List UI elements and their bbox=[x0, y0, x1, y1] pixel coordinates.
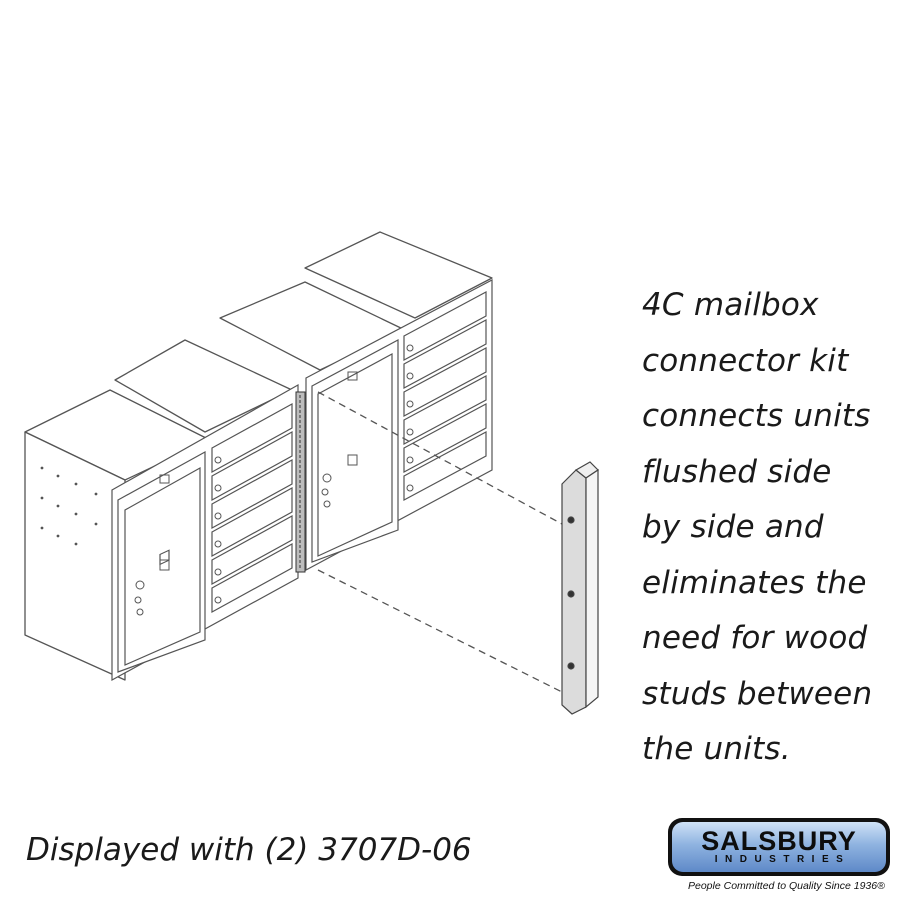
logo-brand: SALSBURY bbox=[701, 826, 857, 856]
description-line: connector kit bbox=[642, 342, 849, 379]
description-line: need for wood bbox=[642, 620, 868, 656]
description-line: the units. bbox=[642, 731, 791, 767]
mailbox-unit-back-right bbox=[219, 231, 493, 371]
front-panel-left bbox=[111, 383, 299, 682]
description-line: connects units bbox=[642, 398, 871, 434]
logo-badge: SALSBURY INDUSTRIES bbox=[668, 818, 890, 876]
side-wall-holes bbox=[40, 466, 98, 546]
installed-connector bbox=[295, 391, 306, 573]
description-line: by side and bbox=[642, 509, 824, 545]
mailbox-unit-front-left bbox=[24, 339, 293, 681]
logo-subtitle: INDUSTRIES bbox=[714, 854, 851, 865]
description-line: eliminates the bbox=[642, 564, 867, 601]
guide-lines bbox=[317, 391, 563, 693]
description-line: flushed side bbox=[642, 453, 832, 490]
caption-text: Displayed with (2) 3707D-06 bbox=[26, 832, 472, 868]
connector-kit-part bbox=[561, 461, 599, 715]
description-line: studs between bbox=[642, 675, 873, 712]
lock-details bbox=[134, 344, 414, 616]
description-line: 4C mailbox bbox=[642, 287, 819, 323]
description-text: 4C mailbox connector kit connects units … bbox=[642, 278, 892, 778]
salsbury-logo: SALSBURY INDUSTRIES People Committed to … bbox=[668, 818, 894, 900]
logo-tagline: People Committed to Quality Since 1936® bbox=[688, 880, 885, 892]
